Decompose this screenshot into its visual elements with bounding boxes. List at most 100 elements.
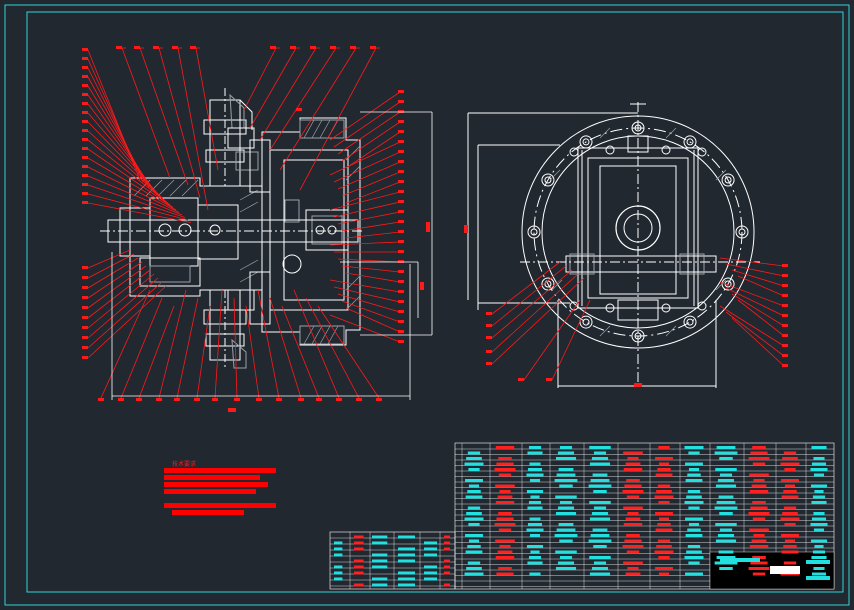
leader-line — [345, 307, 401, 333]
bolt-hole-inner — [686, 318, 694, 326]
part-balloon — [82, 102, 88, 105]
table-cell-text — [784, 523, 796, 526]
leader-line — [341, 171, 401, 197]
table-cell-text — [685, 517, 703, 521]
table-cell-text — [784, 484, 796, 488]
table-cell-text — [424, 553, 438, 557]
table-cell-text — [554, 479, 578, 482]
table-cell-text — [354, 571, 364, 575]
table-cell-text — [464, 462, 484, 466]
table-cell-text — [623, 561, 643, 565]
table-cell-text — [593, 545, 607, 548]
table-cell-text — [752, 556, 766, 559]
table-cell-text — [398, 577, 415, 581]
table-cell-text — [813, 473, 825, 477]
table-cell-text — [354, 547, 364, 551]
note-line-2 — [164, 475, 260, 480]
table-cell-text — [555, 567, 577, 570]
table-cell-text — [751, 539, 767, 543]
leader-line — [87, 261, 143, 299]
table-cell-text — [498, 473, 512, 477]
leader-line — [731, 317, 785, 367]
leader-line — [725, 287, 785, 317]
leader-line — [121, 47, 171, 179]
table-cell-text — [622, 490, 644, 493]
table-cell-text — [655, 528, 673, 532]
table-cell-text — [688, 561, 700, 565]
bolt-hole — [661, 303, 671, 313]
leader-line — [87, 249, 131, 269]
table-cell-text — [528, 446, 542, 449]
part-balloon — [398, 90, 404, 93]
table-cell-text — [554, 534, 578, 537]
leader-line — [87, 175, 183, 216]
table-cell-text — [784, 539, 796, 543]
table-cell-text — [657, 468, 671, 471]
table-cell-text — [752, 517, 766, 521]
leader-line — [139, 47, 189, 186]
part-balloon — [370, 46, 376, 49]
table-cell-text — [719, 528, 733, 532]
part-balloon — [116, 46, 122, 49]
table-cell-text — [625, 462, 641, 466]
leader-line — [491, 277, 585, 365]
leader-line — [333, 151, 401, 183]
table-cell-text — [623, 451, 643, 455]
table-cell-text — [398, 571, 415, 575]
table-cell-text — [372, 559, 388, 563]
title-text — [770, 566, 800, 574]
leader-line — [120, 297, 163, 399]
leader-line — [87, 269, 151, 319]
title-text — [720, 558, 760, 562]
table-cell-text — [465, 534, 483, 537]
table-cell-text — [719, 512, 733, 515]
bolt-hole — [697, 301, 707, 311]
table-cell-text — [684, 446, 704, 449]
table-cell-text — [556, 528, 576, 532]
table-cell-text — [658, 501, 670, 504]
table-cell-text — [591, 457, 609, 460]
part-balloon — [82, 276, 88, 279]
table-cell-text — [529, 462, 541, 466]
part-balloon — [398, 200, 404, 203]
table-cell-text — [334, 553, 343, 557]
bolt-hole — [605, 303, 615, 313]
table-cell-text — [590, 534, 610, 537]
leader-line — [333, 286, 401, 303]
bolt-hole — [661, 145, 671, 155]
table-cell-text — [715, 523, 737, 526]
part-balloon — [782, 324, 788, 327]
table-cell-text — [398, 583, 415, 587]
leader-line — [737, 275, 785, 297]
part-balloon — [398, 180, 404, 183]
table-cell-text — [557, 506, 575, 510]
table-cell-text — [782, 512, 798, 515]
table-cell-text — [623, 506, 643, 510]
table-cell-text — [588, 539, 612, 543]
part-balloon — [336, 398, 342, 401]
table-cell-text — [752, 572, 766, 576]
table-cell-text — [529, 534, 541, 537]
part-balloon — [82, 286, 88, 289]
table-cell-text — [465, 495, 483, 499]
table-cell-text — [624, 539, 642, 543]
table-cell-text — [589, 517, 611, 521]
leader-line — [337, 111, 401, 155]
part-balloon — [156, 398, 162, 401]
part-balloon — [398, 280, 404, 283]
table-cell-text — [813, 567, 825, 570]
table-cell-text — [527, 451, 543, 455]
bolt-hole-inner — [530, 228, 538, 236]
table-cell-text — [810, 468, 828, 471]
bolt-hole-inner — [544, 176, 552, 184]
bolt-hole-inner — [738, 228, 746, 236]
part-balloon — [136, 398, 142, 401]
table-cell-text — [591, 567, 609, 570]
leader-line — [491, 273, 579, 353]
part-balloon — [398, 130, 404, 133]
table-cell-text — [688, 468, 700, 471]
outer-frame — [4, 4, 850, 606]
table-cell-text — [398, 547, 415, 551]
table-cell-text — [526, 528, 544, 532]
